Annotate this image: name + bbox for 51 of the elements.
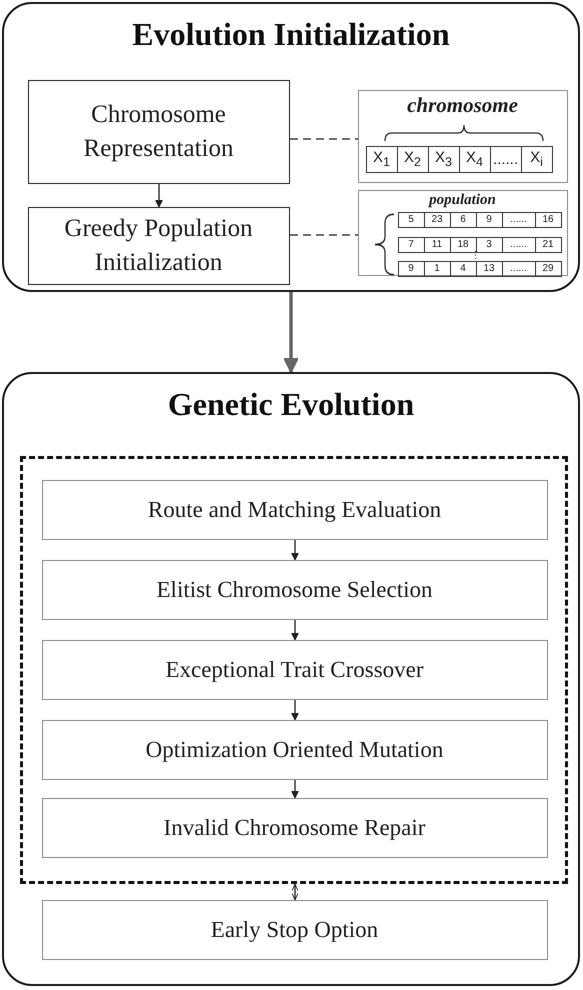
- table-cell: 7: [398, 236, 424, 252]
- table-cell: ......: [502, 236, 536, 252]
- table-cell: 16: [534, 212, 562, 228]
- process-box: Exceptional Trait Crossover: [42, 640, 548, 700]
- arrow: [291, 540, 299, 560]
- stage-panel: [2, 2, 580, 292]
- process-box: Early Stop Option: [42, 900, 548, 960]
- panel-title: Evolution Initialization: [131, 16, 451, 53]
- arrow: [292, 884, 298, 900]
- table-cell: ......: [502, 260, 536, 276]
- process-box: Chromosome Representation: [28, 80, 290, 184]
- table-cell: X$_{3}$: [428, 146, 460, 172]
- table-cell: X$_{2}$: [396, 146, 428, 172]
- stage-panel: [2, 372, 580, 986]
- table-cell: 11: [424, 236, 450, 252]
- process-box: Optimization Oriented Mutation: [42, 720, 548, 780]
- table-cell: 13: [476, 260, 502, 276]
- arrow: [155, 184, 163, 208]
- table-cell: 9: [398, 260, 424, 276]
- connector-line: [290, 234, 358, 236]
- dashed-group-box: [20, 456, 568, 884]
- process-box: Invalid Chromosome Repair: [42, 798, 548, 858]
- population-heading: population: [427, 192, 497, 208]
- table-cell: 5: [398, 212, 424, 228]
- table-cell: 9: [476, 212, 502, 228]
- arrow: [291, 780, 299, 798]
- table-cell: ......: [502, 212, 536, 228]
- table-cell: 6: [450, 212, 476, 228]
- table-cell: 3: [476, 236, 502, 252]
- connector-line: [290, 138, 358, 140]
- population-table: [358, 190, 568, 276]
- process-box: Elitist Chromosome Selection: [42, 560, 548, 620]
- table-cell: X$_{4}$: [458, 146, 490, 172]
- table-cell: X$_{i}$: [520, 146, 552, 172]
- ellipsis-mark: ⋮: [470, 250, 480, 260]
- chromosome-diagram: [358, 90, 568, 182]
- arrow: [291, 620, 299, 640]
- table-cell: 29: [534, 260, 562, 276]
- table-cell: 4: [450, 260, 476, 276]
- table-cell: ......: [490, 146, 522, 172]
- process-box: Greedy Population Initialization: [28, 206, 290, 284]
- chromosome-heading: chromosome: [406, 92, 519, 118]
- arrow: [291, 700, 299, 720]
- panel-title: Genetic Evolution: [166, 386, 416, 423]
- table-cell: 21: [534, 236, 562, 252]
- table-cell: 18: [450, 236, 476, 252]
- process-box: Route and Matching Evaluation: [42, 480, 548, 540]
- arrow: [283, 292, 299, 373]
- table-cell: 23: [424, 212, 450, 228]
- table-cell: X$_{1}$: [366, 146, 398, 172]
- table-cell: 1: [424, 260, 450, 276]
